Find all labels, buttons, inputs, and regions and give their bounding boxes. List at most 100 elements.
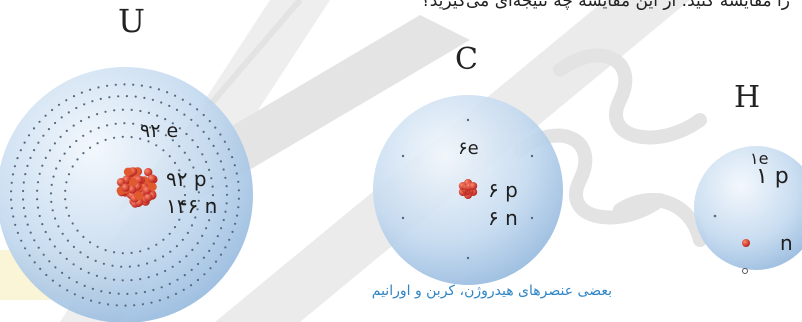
electron-dot xyxy=(60,116,63,119)
electron-dot xyxy=(140,124,143,127)
electron-dot xyxy=(123,122,126,125)
electron-dot xyxy=(61,232,64,235)
electron-dot xyxy=(121,135,124,138)
electron-dot xyxy=(82,134,85,137)
electron-dot xyxy=(58,284,61,287)
electron-dot xyxy=(99,97,102,100)
electron-dot xyxy=(96,142,99,145)
electron-dot xyxy=(83,284,86,287)
electron-dot xyxy=(188,158,191,161)
electron-dot xyxy=(168,104,171,107)
electron-dot xyxy=(71,222,74,225)
electron-dot xyxy=(75,106,78,110)
electron-dot xyxy=(55,167,58,170)
electron-dot xyxy=(59,135,62,138)
electron-dot xyxy=(202,256,205,259)
electron-dot xyxy=(146,262,149,265)
electron-dot xyxy=(139,250,142,253)
electron-dot xyxy=(22,198,25,201)
nucleon xyxy=(144,168,153,177)
electron-dot xyxy=(97,86,100,89)
electron-dot xyxy=(54,121,57,125)
electron-dot xyxy=(50,183,53,186)
electron-dot xyxy=(167,296,170,299)
electron-dot xyxy=(222,168,225,171)
electron-dot xyxy=(98,301,101,304)
electron-dot xyxy=(227,148,230,151)
electron-dot xyxy=(210,177,213,180)
electron-dot xyxy=(137,264,140,267)
hydrogen-neutron-marker xyxy=(742,268,748,274)
watermark-script xyxy=(513,48,707,247)
nucleon xyxy=(127,185,137,194)
electron-dot xyxy=(36,206,40,209)
electron-dot xyxy=(104,249,107,252)
nucleon xyxy=(144,193,153,202)
electron-dot xyxy=(181,177,184,180)
electron-dot xyxy=(29,156,32,159)
electron-dot xyxy=(112,278,116,281)
electron-dot xyxy=(53,142,57,145)
electron-dot xyxy=(38,120,41,123)
hydrogen-nucleus xyxy=(742,239,750,247)
electron-dot xyxy=(11,173,15,176)
electron-dot xyxy=(160,286,163,289)
nucleon xyxy=(123,167,133,176)
electron-dot xyxy=(113,136,116,139)
electron-dot xyxy=(140,84,143,87)
electron-dot xyxy=(223,140,226,143)
electron-dot xyxy=(75,139,78,143)
carbon-nucleus xyxy=(458,179,478,199)
electron-dot xyxy=(224,210,227,213)
electron-dot xyxy=(115,304,118,307)
electron-dot xyxy=(73,293,76,296)
electron-dot xyxy=(38,172,41,175)
electron-dot xyxy=(154,259,157,262)
electron-dot xyxy=(65,99,68,102)
uranium-neutron-count: ۱۴۶ n xyxy=(166,194,218,218)
carbon-proton-count: ۶ p xyxy=(488,178,518,202)
electron-dot xyxy=(22,189,25,193)
electron-dot xyxy=(211,202,214,205)
electron-dot xyxy=(231,230,234,233)
electron-dot xyxy=(225,185,228,188)
electron-dot xyxy=(191,248,194,251)
electron-dot xyxy=(178,169,181,172)
electron-dot xyxy=(58,159,62,162)
electron-dot xyxy=(68,276,71,279)
electron-dot xyxy=(235,172,238,175)
electron-dot xyxy=(44,230,47,234)
electron-dot xyxy=(117,292,120,295)
electron-dot xyxy=(181,98,184,101)
electron-dot xyxy=(42,253,45,256)
electron-dot xyxy=(130,136,133,139)
electron-dot xyxy=(123,83,126,86)
electron-dot xyxy=(54,217,57,220)
nucleon xyxy=(148,182,157,191)
electron-dot xyxy=(147,111,150,114)
electron-dot xyxy=(216,152,219,155)
electron-dot xyxy=(237,189,240,192)
electron-dot xyxy=(89,241,92,244)
electron-dot xyxy=(182,288,185,291)
electron-dot xyxy=(219,133,222,136)
electron-dot xyxy=(108,291,111,294)
electron-dot xyxy=(183,193,187,197)
electron-dot xyxy=(135,292,138,295)
electron-dot xyxy=(164,269,167,273)
electron-dot xyxy=(44,114,47,117)
electron-dot xyxy=(191,139,194,142)
electron-dot xyxy=(141,303,144,306)
electron-dot xyxy=(96,245,99,248)
electron-dot xyxy=(130,108,133,111)
electron-dot xyxy=(95,274,98,277)
electron-dot xyxy=(164,134,167,137)
electron-dot xyxy=(185,255,188,258)
electron-dot xyxy=(181,238,184,241)
electron-dot xyxy=(171,139,174,142)
electron-dot xyxy=(183,151,186,154)
electron-dot xyxy=(100,290,103,293)
electron-dot xyxy=(189,284,193,287)
electron-dot xyxy=(75,281,78,284)
electron-dot xyxy=(36,189,39,192)
